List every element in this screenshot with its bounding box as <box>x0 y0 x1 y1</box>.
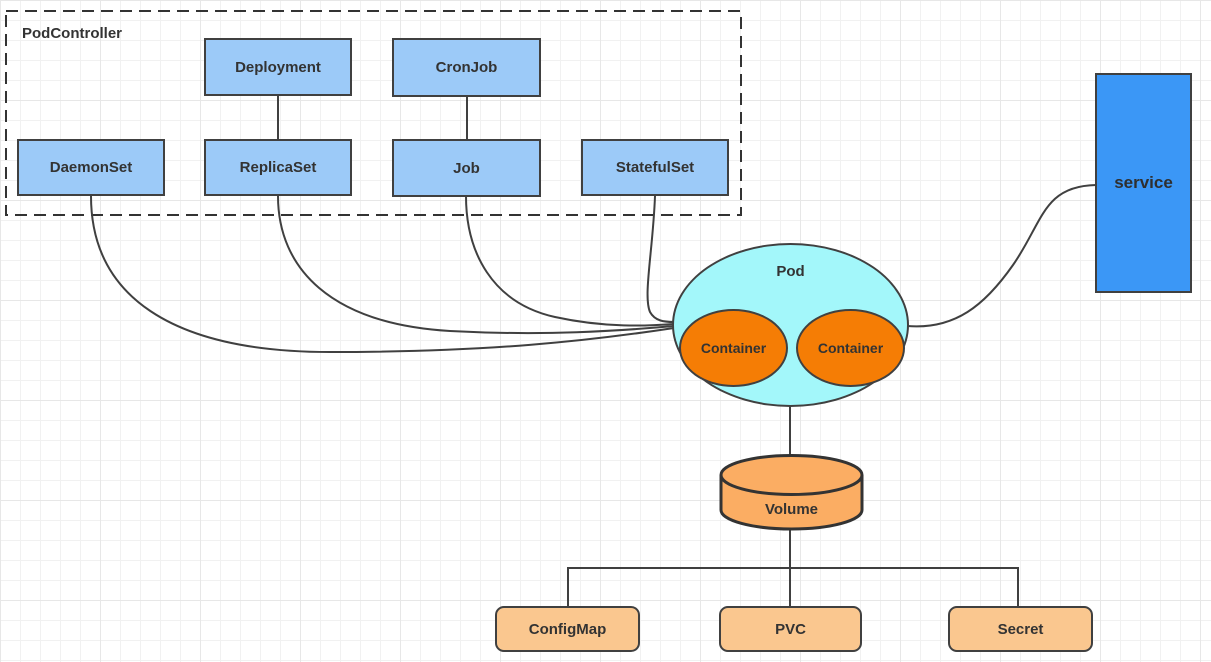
volume-cylinder-shape <box>719 454 864 531</box>
container-1-label: Container <box>700 340 767 356</box>
node-secret[interactable]: Secret <box>948 606 1093 652</box>
job-label: Job <box>453 159 480 177</box>
node-pvc[interactable]: PVC <box>719 606 862 652</box>
node-daemonset[interactable]: DaemonSet <box>17 139 165 196</box>
replicaset-label: ReplicaSet <box>239 159 317 176</box>
node-cronjob[interactable]: CronJob <box>392 38 541 97</box>
edge-statefulset-pod <box>646 195 675 323</box>
node-replicaset[interactable]: ReplicaSet <box>204 139 352 196</box>
edge-replicaset-pod <box>277 195 675 335</box>
volume-label: Volume <box>764 501 819 518</box>
node-statefulset[interactable]: StatefulSet <box>581 139 729 196</box>
secret-label: Secret <box>997 620 1044 638</box>
deployment-label: Deployment <box>235 58 321 76</box>
edge-job-pod <box>465 195 675 327</box>
configmap-label: ConfigMap <box>528 620 607 638</box>
daemonset-label: DaemonSet <box>49 159 133 176</box>
node-service[interactable]: service <box>1095 73 1192 293</box>
service-label: service <box>1114 173 1173 192</box>
node-job[interactable]: Job <box>392 139 541 197</box>
node-volume[interactable]: Volume <box>718 452 865 532</box>
edge-daemonset-pod <box>90 195 675 354</box>
statefulset-label: StatefulSet <box>615 159 695 176</box>
node-container-2[interactable]: Container <box>796 309 905 387</box>
cronjob-label: CronJob <box>435 59 498 76</box>
container-2-label: Container <box>817 340 884 356</box>
node-configmap[interactable]: ConfigMap <box>495 606 640 652</box>
node-deployment[interactable]: Deployment <box>204 38 352 96</box>
pod-label: Pod <box>776 263 805 280</box>
podcontroller-group-border[interactable] <box>5 10 742 216</box>
edge-pod-service <box>906 184 1097 328</box>
edge-volume-branch <box>567 567 1019 606</box>
podcontroller-label: PodController <box>22 25 122 42</box>
pvc-label: PVC <box>775 620 806 638</box>
node-container-1[interactable]: Container <box>679 309 788 387</box>
